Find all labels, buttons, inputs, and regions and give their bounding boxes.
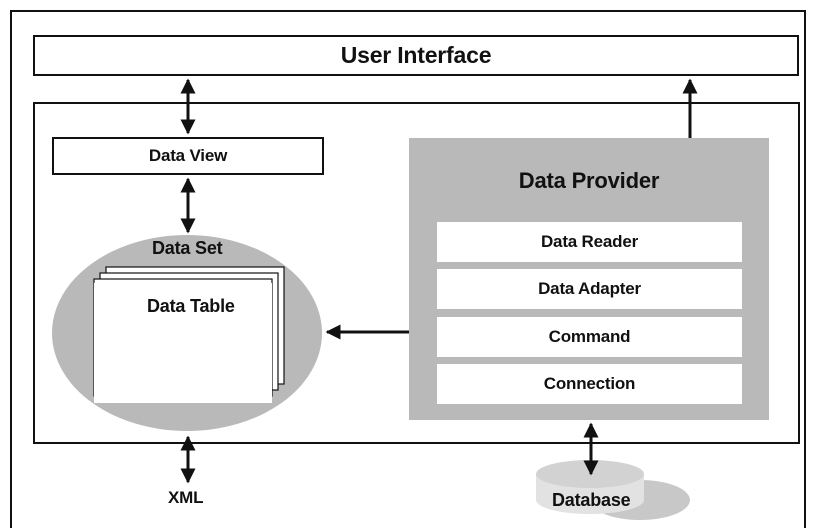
data-view-label: Data View [148, 146, 228, 165]
data-reader-layer: Data Reader [437, 222, 742, 262]
connection-layer: Connection [437, 364, 742, 404]
data-provider-title: Data Provider [518, 168, 660, 193]
command-layer: Command [437, 317, 742, 357]
data-view-box: Data View [52, 137, 324, 175]
xml-label: XML [168, 488, 204, 507]
user-interface-box: User Interface [33, 35, 799, 76]
data-table-label: Data Table [147, 296, 235, 316]
data-provider-box: Data Provider Data Reader Data Adapter C… [409, 138, 769, 420]
data-set-label: Data Set [152, 238, 223, 258]
data-adapter-layer: Data Adapter [437, 269, 742, 309]
application-container [33, 102, 800, 444]
database-icon [536, 460, 690, 520]
user-interface-label: User Interface [340, 42, 492, 68]
data-table-stack [93, 266, 285, 403]
database-label: Database [552, 490, 631, 510]
